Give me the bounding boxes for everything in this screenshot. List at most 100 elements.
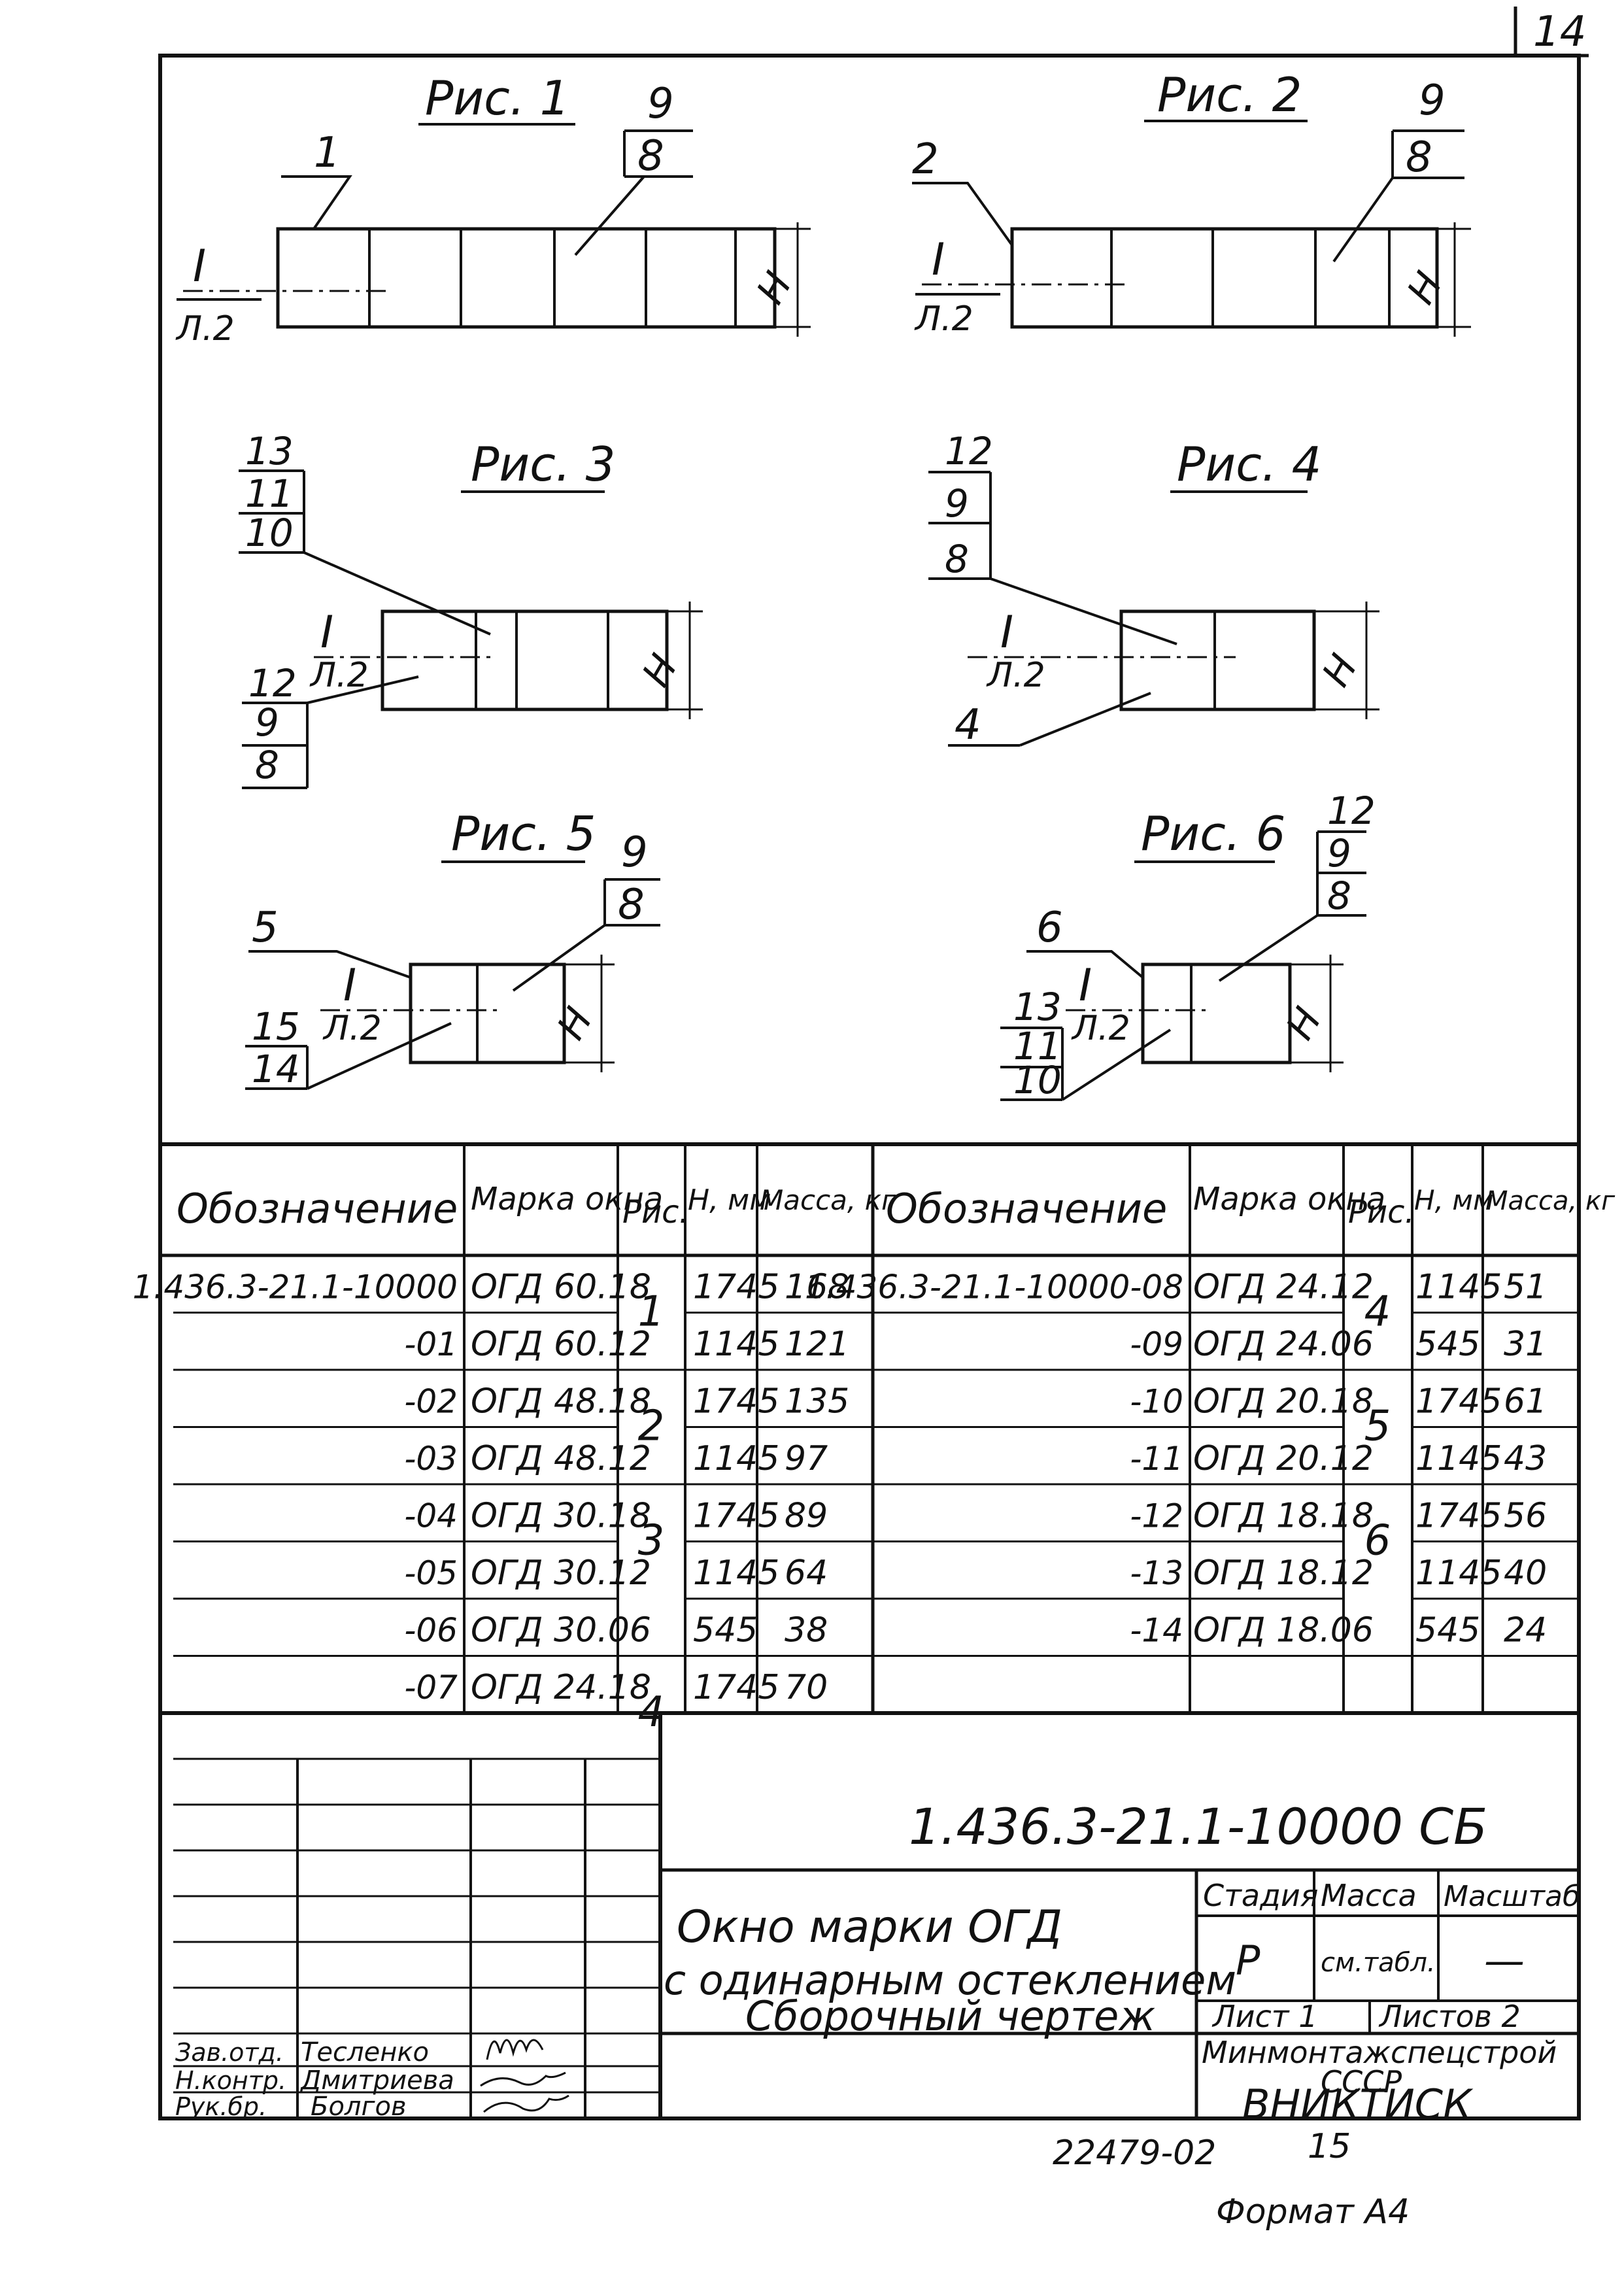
organization-2: СССР (1321, 2064, 1402, 2100)
document-name-1: Окно марки ОГД (677, 1901, 1062, 1953)
signature-role-1: Зав.отд. (175, 2038, 284, 2067)
svg-text:8: 8 (255, 743, 279, 787)
svg-text:10: 10 (1013, 1058, 1062, 1102)
left-h-cell: 1745 (693, 1268, 779, 1307)
organization-1: Минмонтажспецстрой (1202, 2035, 1557, 2070)
right-code-cell: -09 (1130, 1325, 1183, 1363)
left-fig-cell: 1 (638, 1288, 665, 1336)
svg-text:I: I (932, 234, 945, 286)
svg-text:12: 12 (1327, 789, 1376, 833)
figure-title: Рис. 3 (471, 437, 615, 492)
svg-text:9: 9 (621, 828, 648, 877)
left-code-cell: -04 (404, 1497, 458, 1535)
footer: 22479-02 15 Формат А4 (1053, 2127, 1410, 2232)
figure-6: Рис. 6 I Л.2 6 12 9 8 13 11 10 H (1000, 789, 1376, 1102)
svg-text:I: I (343, 960, 356, 1012)
left-mass-cell: 135 (785, 1382, 849, 1421)
left-mass-cell: 38 (785, 1611, 828, 1650)
left-h-cell: 1145 (693, 1439, 779, 1478)
right-mass-cell: 61 (1504, 1382, 1547, 1421)
right-h-cell: 1145 (1415, 1439, 1502, 1478)
svg-text:5: 5 (252, 904, 279, 952)
svg-text:9: 9 (1419, 76, 1446, 125)
right-code-cell: -13 (1130, 1554, 1183, 1592)
svg-text:12: 12 (945, 429, 993, 473)
svg-text:8: 8 (618, 881, 645, 929)
document-name-2: с одинарным остеклением (664, 1956, 1236, 2004)
header-fig-r: Рис. (1348, 1194, 1415, 1231)
figure-title: Рис. 5 (451, 806, 596, 861)
left-h-cell: 1745 (693, 1382, 779, 1421)
svg-text:Л.2: Л.2 (1071, 1009, 1130, 1048)
right-mark-cell: ОГД 20.12 (1193, 1439, 1374, 1478)
svg-text:13: 13 (1013, 985, 1062, 1029)
header-mark: Марка окна (471, 1181, 663, 1217)
left-code-cell: -05 (404, 1554, 458, 1592)
right-fig-cell: 5 (1364, 1402, 1391, 1451)
document-name-3: Сборочный чертеж (745, 1992, 1155, 2040)
left-h-cell: 1745 (693, 1497, 779, 1536)
left-code-cell: -06 (404, 1612, 458, 1650)
left-mark-cell: ОГД 30.18 (471, 1497, 651, 1536)
svg-text:9: 9 (647, 80, 674, 128)
svg-text:I: I (320, 607, 333, 658)
right-h-cell: 1145 (1415, 1268, 1502, 1307)
left-mark-cell: ОГД 60.12 (471, 1325, 651, 1364)
signature-name-2: Дмитриева (299, 2066, 454, 2096)
signature-role-2: Н.контр. (175, 2066, 286, 2095)
header-mass: Масса, кг (760, 1184, 896, 1216)
header-mass-r: Масса, кг (1485, 1186, 1616, 1216)
right-mass-cell: 43 (1504, 1439, 1547, 1478)
svg-text:I: I (1079, 960, 1092, 1012)
left-mass-cell: 89 (785, 1497, 828, 1536)
scale-label: Масштаб (1444, 1880, 1580, 1913)
left-code-cell: -01 (404, 1325, 458, 1363)
right-code-cell: -10 (1130, 1383, 1183, 1421)
organization-3: ВНИКТИСК (1242, 2081, 1474, 2128)
right-fig-cell: 6 (1364, 1517, 1391, 1565)
svg-text:10: 10 (245, 511, 294, 555)
svg-text:9: 9 (945, 481, 969, 526)
sheets-label: Листов 2 (1378, 1999, 1521, 2034)
left-h-cell: 1145 (693, 1325, 779, 1364)
svg-text:9: 9 (1327, 831, 1351, 876)
right-mass-cell: 56 (1504, 1497, 1547, 1536)
right-h-cell: 1145 (1415, 1554, 1502, 1593)
right-code-cell: -14 (1130, 1612, 1183, 1650)
left-mass-cell: 97 (785, 1439, 828, 1478)
svg-text:14: 14 (252, 1047, 300, 1091)
svg-text:Л.2: Л.2 (322, 1009, 382, 1048)
right-mass-cell: 24 (1504, 1611, 1547, 1650)
table-header: Обозначение Марка окна Рис. H, мм Масса,… (177, 1181, 1616, 1232)
right-mass-cell: 40 (1504, 1554, 1547, 1593)
figure-title: Рис. 4 (1177, 437, 1321, 492)
left-code-cell: -03 (404, 1440, 458, 1478)
svg-text:Л.2: Л.2 (914, 299, 973, 339)
header-fig: Рис. (622, 1194, 689, 1231)
right-h-cell: 545 (1415, 1611, 1480, 1650)
svg-text:8: 8 (1327, 874, 1351, 918)
left-mark-cell: ОГД 60.18 (471, 1268, 651, 1307)
left-code-cell: -07 (404, 1669, 458, 1707)
right-mark-cell: ОГД 20.18 (1193, 1382, 1374, 1421)
svg-text:6: 6 (1036, 904, 1063, 952)
left-mark-cell: ОГД 30.12 (471, 1554, 651, 1593)
right-h-cell: 545 (1415, 1325, 1480, 1364)
signature-scribble-2 (480, 2071, 566, 2087)
header-h-r: H, мм (1414, 1184, 1494, 1216)
left-mark-cell: ОГД 48.18 (471, 1382, 651, 1421)
signature-role-3: Рук.бр. (175, 2092, 267, 2121)
figure-2: Рис. 2 I Л.2 2 9 8 H (912, 67, 1471, 339)
svg-text:8: 8 (945, 537, 969, 581)
right-h-cell: 1745 (1415, 1382, 1502, 1421)
format-label: Формат А4 (1216, 2192, 1410, 2232)
inventory-number: 22479-02 (1053, 2134, 1216, 2173)
sheet-label: Лист 1 (1211, 1999, 1317, 2034)
svg-text:Л.2: Л.2 (986, 656, 1045, 695)
signature-name-3: Болгов (311, 2092, 407, 2122)
left-mark-cell: ОГД 24.18 (471, 1668, 651, 1707)
stage-label: Стадия (1203, 1878, 1318, 1913)
svg-text:1: 1 (314, 129, 341, 177)
